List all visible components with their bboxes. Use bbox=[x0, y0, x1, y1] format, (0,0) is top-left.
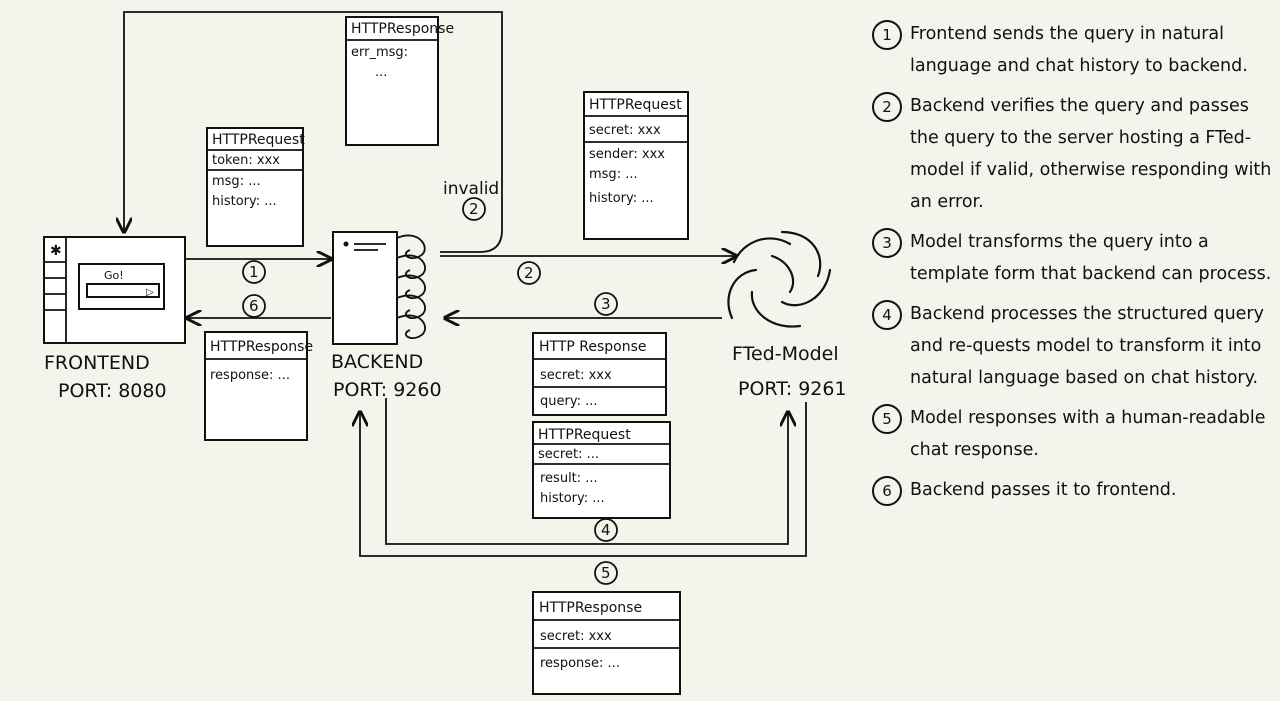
step-item: 5 Model responses with a human-readable … bbox=[872, 402, 1272, 466]
step-number: 5 bbox=[872, 404, 902, 434]
svg-text:HTTPResponse: HTTPResponse bbox=[210, 339, 313, 355]
step-item: 4 Backend processes the structured query… bbox=[872, 298, 1272, 394]
svg-text:3: 3 bbox=[601, 295, 611, 313]
svg-text:HTTPRequest: HTTPRequest bbox=[538, 427, 631, 443]
model-title: FTed-Model bbox=[732, 343, 839, 365]
svg-text:history: ...: history: ... bbox=[540, 491, 605, 506]
box-response-model-query: HTTP Response secret: xxx query: ... bbox=[532, 332, 667, 416]
step-text: Frontend sends the query in natural lang… bbox=[910, 24, 1248, 76]
svg-text:secret: xxx: secret: xxx bbox=[540, 629, 612, 644]
step-number: 1 bbox=[872, 20, 902, 50]
edge-label-6: 6 bbox=[242, 294, 266, 318]
svg-text:history: ...: history: ... bbox=[212, 194, 277, 209]
star-icon: ✱ bbox=[50, 243, 62, 259]
edge-label-invalid: invalid 2 bbox=[443, 179, 499, 221]
svg-text:msg: ...: msg: ... bbox=[212, 174, 261, 189]
edge-label-4: 4 bbox=[594, 518, 618, 542]
svg-text:token: xxx: token: xxx bbox=[212, 153, 280, 168]
backend-port: PORT: 9260 bbox=[333, 379, 442, 401]
model-node: FTed-Model PORT: 9261 bbox=[727, 230, 847, 400]
svg-text:2: 2 bbox=[524, 264, 534, 282]
steps-list: 1 Frontend sends the query in natural la… bbox=[872, 18, 1272, 514]
edge-label-5: 5 bbox=[594, 561, 618, 585]
svg-text:history: ...: history: ... bbox=[589, 191, 654, 206]
edge-step5 bbox=[360, 402, 807, 557]
box-response-model-final: HTTPResponse secret: xxx response: ... bbox=[532, 591, 681, 695]
svg-text:secret: ...: secret: ... bbox=[538, 447, 599, 462]
frontend-title: FRONTEND bbox=[44, 352, 150, 374]
step-item: 2 Backend verifies the query and passes … bbox=[872, 90, 1272, 218]
step-number: 3 bbox=[872, 228, 902, 258]
step-text: Model transforms the query into a templa… bbox=[910, 232, 1272, 284]
edge-invalid bbox=[124, 11, 503, 253]
svg-text:secret: xxx: secret: xxx bbox=[589, 123, 661, 138]
go-label: Go! bbox=[104, 269, 124, 282]
svg-text:err_msg:: err_msg: bbox=[351, 45, 408, 60]
box-request-backend: HTTPRequest secret: xxx sender: xxx msg:… bbox=[583, 91, 689, 240]
frontend-port: PORT: 8080 bbox=[58, 380, 167, 402]
backend-title: BACKEND bbox=[331, 351, 423, 373]
svg-text:6: 6 bbox=[249, 297, 259, 315]
svg-text:secret: xxx: secret: xxx bbox=[540, 368, 612, 383]
svg-text:...: ... bbox=[375, 65, 387, 80]
svg-text:result: ...: result: ... bbox=[540, 471, 598, 486]
svg-text:HTTPResponse: HTTPResponse bbox=[351, 21, 454, 37]
step-text: Backend verifies the query and passes th… bbox=[910, 96, 1272, 212]
svg-text:response: ...: response: ... bbox=[540, 656, 620, 671]
step-item: 6 Backend passes it to frontend. bbox=[872, 474, 1272, 506]
box-request-result: HTTPRequest secret: ... result: ... hist… bbox=[532, 421, 671, 519]
svg-text:msg: ...: msg: ... bbox=[589, 167, 638, 182]
openai-logo-icon bbox=[727, 230, 832, 328]
edge-step4 bbox=[385, 398, 788, 545]
edges bbox=[124, 11, 807, 557]
svg-text:HTTPResponse: HTTPResponse bbox=[539, 600, 642, 616]
step-text: Model responses with a human-readable ch… bbox=[910, 408, 1266, 460]
box-response-error: HTTPResponse err_msg: ... bbox=[345, 16, 454, 146]
step-number: 4 bbox=[872, 300, 902, 330]
step-text: Backend passes it to frontend. bbox=[910, 480, 1177, 500]
svg-text:5: 5 bbox=[601, 564, 611, 582]
edge-label-1: 1 bbox=[242, 260, 266, 284]
edge-label-3: 3 bbox=[594, 292, 618, 316]
step-item: 1 Frontend sends the query in natural la… bbox=[872, 18, 1272, 82]
svg-text:invalid: invalid bbox=[443, 179, 499, 199]
svg-text:response: ...: response: ... bbox=[210, 368, 290, 383]
step-number: 2 bbox=[872, 92, 902, 122]
svg-text:2: 2 bbox=[469, 200, 479, 218]
svg-text:query: ...: query: ... bbox=[540, 394, 598, 409]
step-item: 3 Model transforms the query into a temp… bbox=[872, 226, 1272, 290]
box-request-frontend: HTTPRequest token: xxx msg: ... history:… bbox=[206, 127, 305, 247]
svg-text:sender: xxx: sender: xxx bbox=[589, 147, 665, 162]
svg-text:HTTPRequest: HTTPRequest bbox=[212, 132, 305, 148]
step-number: 6 bbox=[872, 476, 902, 506]
svg-text:4: 4 bbox=[601, 521, 611, 539]
query-input[interactable] bbox=[86, 283, 160, 298]
svg-text:HTTP Response: HTTP Response bbox=[539, 339, 647, 355]
step-text: Backend processes the structured query a… bbox=[910, 304, 1264, 388]
box-response-frontend: HTTPResponse response: ... bbox=[204, 331, 313, 441]
backend-node: BACKEND PORT: 9260 bbox=[331, 231, 442, 401]
frontend-node: ✱ Go! ▷ FRONTEND PORT: 8080 bbox=[43, 236, 186, 402]
send-icon[interactable]: ▷ bbox=[146, 287, 154, 298]
model-port: PORT: 9261 bbox=[738, 378, 847, 400]
coil-icon bbox=[396, 234, 426, 340]
svg-text:HTTPRequest: HTTPRequest bbox=[589, 97, 682, 113]
edge-label-2: 2 bbox=[517, 261, 541, 285]
svg-text:1: 1 bbox=[249, 263, 259, 281]
